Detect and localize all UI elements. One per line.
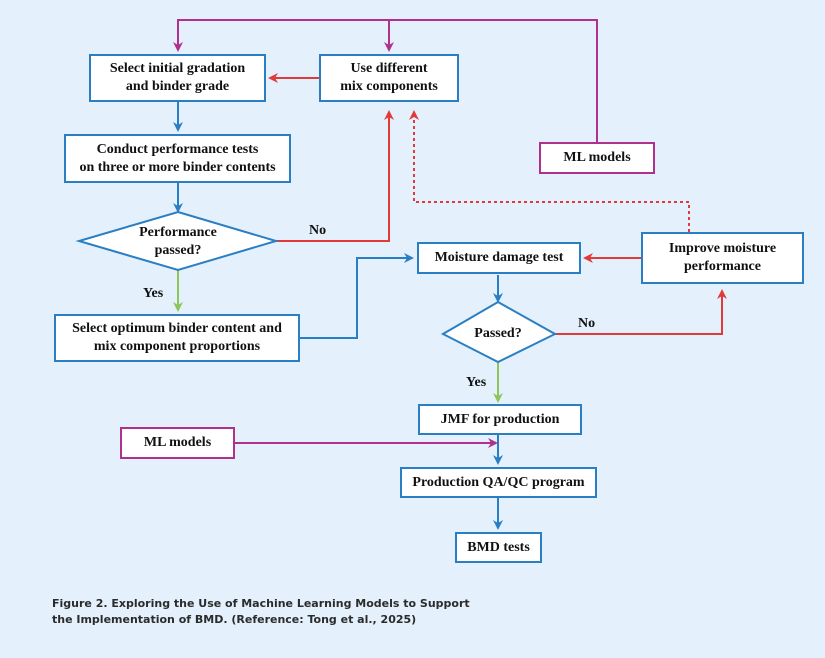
moisture-damage-test-box: Moisture damage test (417, 242, 581, 274)
figure-caption: Figure 2. Exploring the Use of Machine L… (52, 597, 470, 626)
performance-passed-label: Performance passed? (139, 225, 217, 258)
passed-decision-diamond (440, 300, 558, 364)
production-qa-qc-box: Production QA/QC program (400, 467, 597, 498)
use-different-mix-box: Use different mix components (319, 54, 459, 102)
passed-label: Passed? (474, 326, 522, 341)
ml-models-top-box: ML models (539, 142, 655, 174)
conduct-performance-tests-box: Conduct performance tests on three or mo… (64, 134, 291, 183)
perf-no-label: No (309, 223, 327, 238)
performance-decision-diamond (75, 210, 280, 272)
arrow-improve-dotted (409, 110, 690, 232)
passed-no-label: No (578, 316, 596, 331)
perf-yes-label: Yes (143, 286, 164, 301)
passed-yes-label: Yes (466, 375, 487, 390)
ml-top-connector (173, 19, 598, 143)
arrow-passed-no (555, 289, 727, 335)
ml-models-bottom-box: ML models (120, 427, 235, 459)
improve-moisture-performance-box: Improve moisture performance (641, 232, 804, 284)
arrow-optimum-to-moisture (300, 253, 414, 339)
select-optimum-binder-box: Select optimum binder content and mix co… (54, 314, 300, 362)
jmf-for-production-box: JMF for production (418, 404, 582, 435)
select-initial-gradation-box: Select initial gradation and binder grad… (89, 54, 266, 102)
arrow-perf-no (276, 110, 394, 242)
bmd-tests-box: BMD tests (455, 532, 542, 563)
